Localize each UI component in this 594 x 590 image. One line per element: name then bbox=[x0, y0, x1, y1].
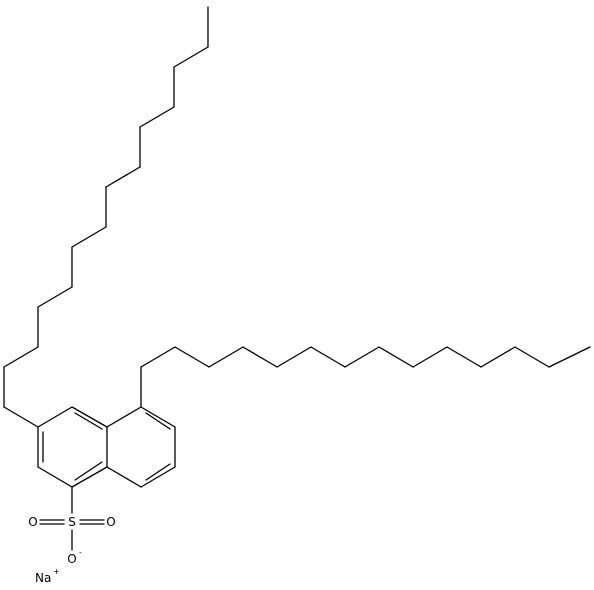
oxygen-atom-right: O bbox=[106, 515, 115, 529]
ring-bond bbox=[106, 466, 142, 488]
double-bond-inner bbox=[145, 463, 171, 481]
sulfur-atom: S bbox=[68, 515, 76, 529]
horizontal-alkyl-chain-bond-5 bbox=[242, 346, 278, 368]
ring-bond bbox=[140, 406, 176, 428]
sodium-positive-charge: + bbox=[53, 567, 60, 576]
vertical-alkyl-chain-bond-1 bbox=[3, 406, 39, 428]
vertical-alkyl-chain-bond-3 bbox=[3, 346, 39, 368]
horizontal-alkyl-chain-bond-7 bbox=[310, 346, 346, 368]
horizontal-alkyl-chain-bond-3 bbox=[174, 346, 210, 368]
sulfonate-group: S O O O - bbox=[28, 515, 115, 566]
ring-bond bbox=[71, 406, 108, 428]
oxygen-atom-left: O bbox=[28, 515, 37, 529]
ring-bond bbox=[140, 466, 176, 488]
horizontal-alkyl-chain-bond-4 bbox=[208, 346, 244, 368]
horizontal-alkyl-chain-bond-13 bbox=[514, 346, 550, 368]
double-bond-inner bbox=[74, 461, 103, 481]
horizontal-alkyl-chain-bond-2 bbox=[140, 346, 176, 368]
horizontal-alkyl-chain-bond-10 bbox=[412, 346, 448, 368]
horizontal-alkyl-chain-bond-8 bbox=[344, 346, 380, 368]
sodium-atom: Na bbox=[35, 571, 51, 585]
ring-bond bbox=[106, 406, 142, 428]
ring-bond bbox=[71, 466, 108, 488]
horizontal-alkyl-chain-bond-14 bbox=[548, 346, 591, 368]
oxygen-atom-bottom: O bbox=[67, 552, 76, 566]
horizontal-alkyl-chain-bond-6 bbox=[276, 346, 312, 368]
horizontal-alkyl-chain-bond-12 bbox=[480, 346, 516, 368]
vertical-alkyl-chain-bond-7 bbox=[71, 226, 107, 248]
ring-bond bbox=[37, 466, 73, 488]
vertical-alkyl-chain-bond-9 bbox=[105, 166, 141, 188]
vertical-alkyl-chain-bond-11 bbox=[139, 106, 175, 128]
vertical-alkyl-chain-bond-5 bbox=[37, 286, 73, 308]
double-bond-inner bbox=[74, 412, 103, 430]
ring-bond bbox=[37, 406, 73, 428]
oxygen-negative-charge: - bbox=[79, 548, 82, 557]
horizontal-alkyl-chain-bond-11 bbox=[446, 346, 482, 368]
double-bond-inner bbox=[145, 412, 171, 430]
horizontal-alkyl-chain-bond-9 bbox=[378, 346, 414, 368]
sodium-counterion: Na + bbox=[35, 567, 60, 585]
vertical-alkyl-chain-bond-13 bbox=[173, 46, 209, 68]
bond-lines bbox=[3, 6, 591, 551]
